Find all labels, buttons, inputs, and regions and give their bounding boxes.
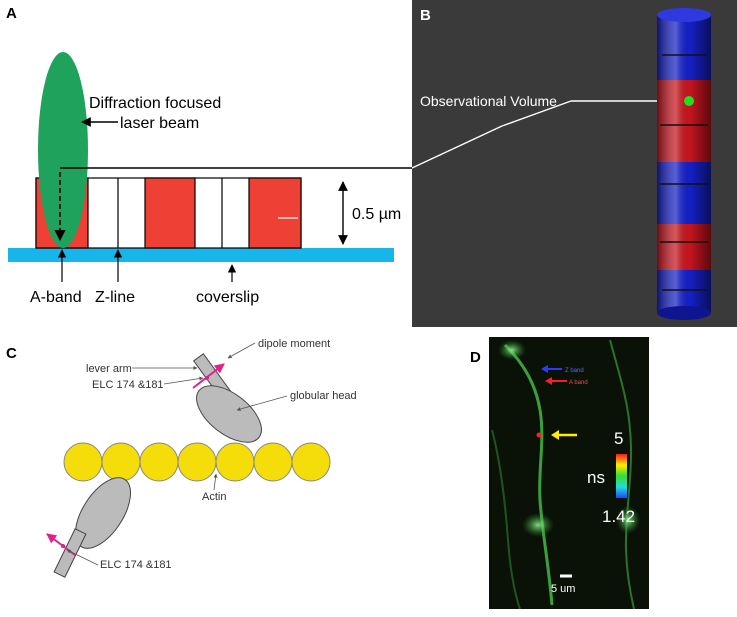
panel-a: A Diffraction focused laser beam 0.5 µm … [6, 5, 412, 306]
label-a-band: A-band [30, 289, 82, 306]
observational-arrow-join [501, 100, 572, 127]
label-coverslip: coverslip [196, 289, 259, 306]
globular-head-top [196, 385, 262, 443]
fluorescence-glow-top [498, 340, 526, 360]
measurement-arrowhead [551, 430, 559, 440]
myosin-top [192, 353, 262, 443]
dipole-dot-bottom [61, 544, 65, 548]
cyl-bottom [657, 306, 711, 320]
observational-volume-label: Observational Volume [420, 93, 557, 109]
elc-top-label: ELC 174 &181 [92, 379, 164, 391]
a-band-arrowhead [545, 377, 552, 385]
panel-d-letter: D [470, 349, 481, 366]
globular-head-pointer [236, 395, 288, 411]
actin-monomer-4 [177, 442, 217, 482]
fiber-trace-right [609, 339, 635, 610]
actin-label: Actin [202, 491, 226, 503]
lever-arm-bottom [53, 528, 87, 578]
actin-monomer-5 [215, 442, 255, 482]
lever-arm-label: lever arm [86, 363, 132, 375]
elc-bottom-label: ELC 174 &181 [100, 559, 172, 571]
scale-unit-label: ns [587, 468, 605, 487]
dipole-moment-pointer [227, 342, 256, 359]
z-band-arrowhead [541, 365, 548, 373]
actin-monomer-3 [139, 442, 179, 482]
fluorescence-glow-right [616, 506, 640, 534]
globular-head-label: globular head [290, 390, 357, 402]
sarcomere-cylinder [657, 8, 711, 320]
fiber-trace-main [503, 343, 554, 606]
a-band-2 [144, 177, 196, 249]
actin-monomer-1 [63, 442, 103, 482]
label-z-line: Z-line [95, 289, 135, 306]
elc-top-pointer [163, 376, 204, 385]
dipole-moment-label: dipole moment [258, 338, 330, 350]
panel-b-letter: B [420, 7, 431, 24]
observation-marker [684, 96, 694, 106]
actin-monomer-7 [291, 442, 331, 482]
actin-pointer [213, 473, 218, 491]
dipole-arrow-top [192, 363, 225, 389]
actin-filament [63, 442, 331, 482]
connector-line-b [411, 125, 503, 169]
thickness-label: 0.5 µm [352, 206, 401, 223]
coverslip [8, 248, 394, 262]
actin-monomer-6 [253, 442, 293, 482]
fluorescence-glow-lower [522, 513, 554, 537]
scale-max-label: 5 [614, 429, 623, 448]
panel-c: C dipole moment lever arm [6, 338, 357, 578]
globular-head-bottom [75, 477, 131, 549]
panel-b: B Observational Volume [411, 0, 737, 327]
elc-bottom-pointer [66, 549, 99, 566]
laser-beam [38, 52, 88, 248]
a-band-label: A band [569, 380, 588, 386]
panel-c-letter: C [6, 345, 17, 362]
z-band-label: Z band [565, 368, 584, 374]
scale-bar-label: 5 um [551, 583, 575, 595]
cyl-shading [657, 14, 711, 314]
lifetime-color-bar [616, 454, 627, 498]
a-band-3 [248, 177, 302, 249]
panel-a-letter: A [6, 5, 17, 22]
dipole-dot-top [205, 376, 209, 380]
measurement-point [536, 432, 542, 438]
panel-d: D Z band A band 5 ns 1.42 5 um [470, 337, 649, 610]
beam-label-line1: Diffraction focused [89, 95, 221, 112]
scale-min-label: 1.42 [602, 507, 635, 526]
cyl-top [657, 8, 711, 22]
fluorescence-traces [491, 339, 640, 610]
beam-label-line2: laser beam [120, 115, 199, 132]
fiber-trace-left [491, 429, 521, 610]
actin-monomer-2 [101, 442, 141, 482]
